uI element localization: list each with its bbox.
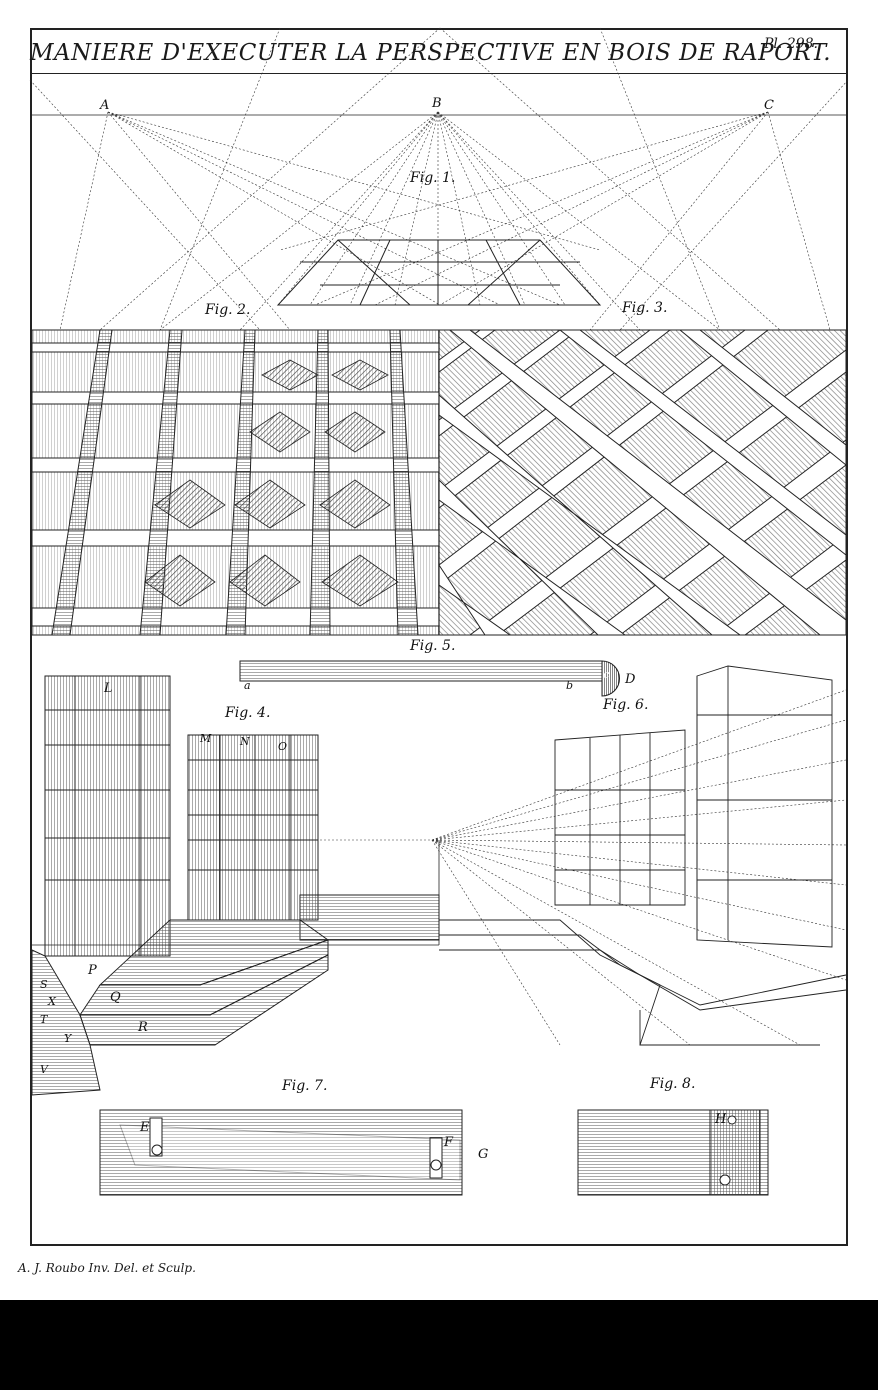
figure-label-4: Fig. 4. [225, 705, 271, 721]
bottom-black-strip [0, 1300, 878, 1390]
letter-H: H [715, 1112, 727, 1127]
letter-Y: Y [64, 1032, 72, 1045]
title-bar: MANIERE D'EXECUTER LA PERSPECTIVE EN BOI… [30, 28, 848, 74]
engraving-drawing [29, 27, 849, 1196]
engraving-plate: MANIERE D'EXECUTER LA PERSPECTIVE EN BOI… [18, 27, 849, 1275]
letter-Q: Q [110, 990, 121, 1005]
plate-number: Pl. 298. [764, 36, 818, 52]
point-label-c: C [764, 98, 774, 113]
letter-c: c [603, 668, 610, 681]
letter-X: X [48, 995, 56, 1008]
letter-P: P [88, 963, 97, 978]
letter-M: M [200, 732, 212, 745]
plate-title: MANIERE D'EXECUTER LA PERSPECTIVE EN BOI… [30, 40, 832, 66]
figure-label-3: Fig. 3. [622, 300, 668, 316]
letter-N: N [240, 735, 250, 748]
letter-F: F [444, 1135, 454, 1150]
letter-R: R [138, 1020, 148, 1035]
figure-label-6: Fig. 6. [603, 697, 649, 713]
engraver-credit: A. J. Roubo Inv. Del. et Sculp. [18, 1261, 196, 1275]
letter-a: a [244, 679, 251, 692]
letter-O: O [278, 740, 288, 753]
figure-label-7: Fig. 7. [282, 1078, 328, 1094]
letter-G: G [478, 1147, 489, 1162]
figure-label-2: Fig. 2. [205, 302, 251, 318]
figure-label-5: Fig. 5. [410, 638, 456, 654]
letter-S: S [40, 978, 48, 991]
point-label-b: B [432, 96, 442, 111]
figure-label-1: Fig. 1. [410, 170, 456, 186]
letter-L: L [104, 681, 113, 696]
point-label-a: A [100, 98, 110, 113]
letter-b: b [566, 679, 574, 692]
letter-E: E [140, 1120, 150, 1135]
letter-D: D [625, 672, 636, 687]
letter-V: V [40, 1063, 48, 1076]
figure-label-8: Fig. 8. [650, 1076, 696, 1092]
letter-T: T [40, 1013, 48, 1026]
